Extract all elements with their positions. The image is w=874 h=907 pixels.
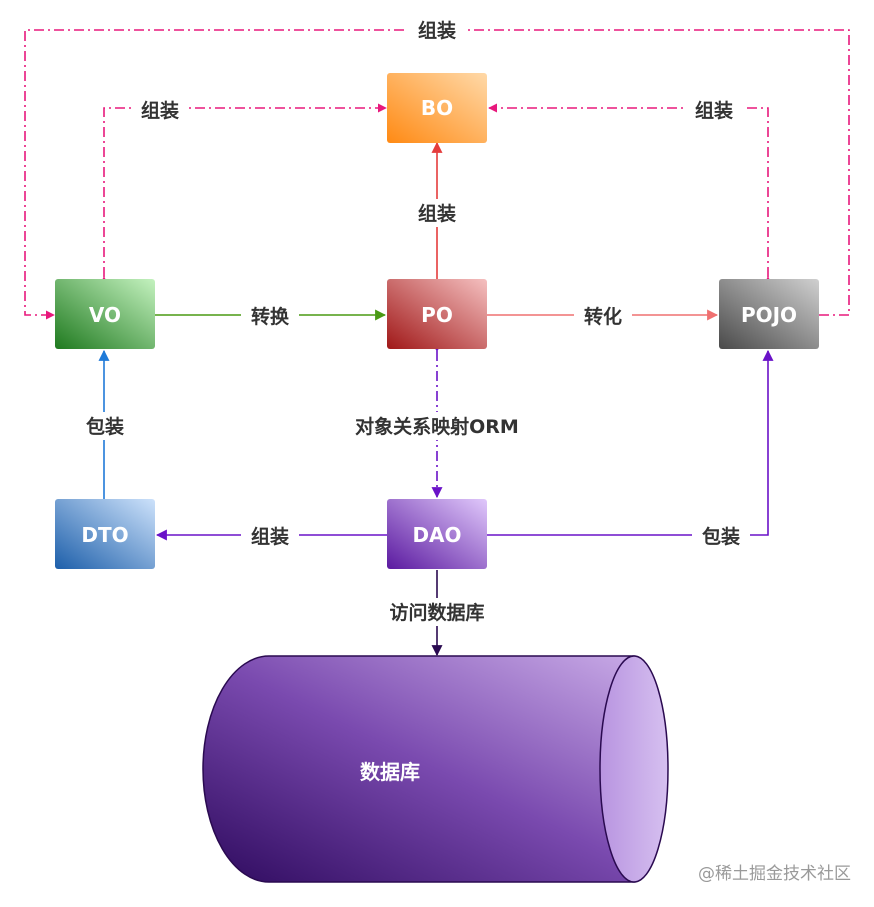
- node-dto[interactable]: DTO: [55, 499, 155, 569]
- svg-text:组装: 组装: [418, 202, 456, 225]
- node-dto-label: DTO: [81, 523, 128, 547]
- svg-text:转换: 转换: [251, 305, 290, 328]
- node-dao-label: DAO: [412, 523, 461, 547]
- edge-pojo-bo-assemble: [488, 103, 773, 286]
- svg-text:访问数据库: 访问数据库: [389, 601, 484, 624]
- node-vo[interactable]: VO: [55, 279, 155, 349]
- node-vo-label: VO: [89, 303, 121, 327]
- node-po-label: PO: [421, 303, 453, 327]
- svg-text:组装: 组装: [141, 99, 179, 122]
- edge-label-outer-assemble: 组装: [408, 16, 466, 44]
- node-po[interactable]: PO: [387, 279, 487, 349]
- edge-label-dto-vo-wrap: 包装: [76, 412, 134, 440]
- watermark-text: @稀土掘金技术社区: [698, 864, 851, 884]
- node-bo-label: BO: [421, 96, 453, 120]
- edge-label-po-pojo-convert: 转化: [574, 302, 632, 330]
- svg-text:组装: 组装: [418, 19, 456, 42]
- svg-text:包装: 包装: [702, 525, 740, 548]
- edge-label-vo-po-convert: 转换: [241, 302, 299, 330]
- svg-text:对象关系映射ORM: 对象关系映射ORM: [355, 415, 519, 438]
- svg-text:转化: 转化: [584, 305, 622, 328]
- svg-text:组装: 组装: [251, 525, 289, 548]
- node-bo[interactable]: BO: [387, 73, 487, 143]
- svg-text:包装: 包装: [86, 415, 124, 438]
- node-dao[interactable]: DAO: [387, 499, 487, 569]
- edge-dao-pojo-wrap: [487, 349, 774, 536]
- database-cylinder[interactable]: 数据库: [202, 655, 669, 883]
- edge-label-vo-bo-assemble: 组装: [131, 95, 189, 123]
- svg-text:组装: 组装: [695, 99, 733, 122]
- edge-label-po-dao-orm: 对象关系映射ORM: [338, 412, 536, 440]
- edge-vo-bo-assemble: [99, 103, 387, 286]
- edge-label-pojo-bo-assemble: 组装: [685, 95, 743, 123]
- database-label: 数据库: [360, 760, 420, 784]
- edge-label-dao-dto-assemble: 组装: [241, 522, 299, 550]
- edge-label-dao-pojo-wrap: 包装: [692, 522, 750, 550]
- node-pojo-label: POJO: [741, 303, 797, 327]
- node-pojo[interactable]: POJO: [719, 279, 819, 349]
- edge-label-dao-db-access: 访问数据库: [375, 598, 499, 626]
- edge-label-po-bo-assemble: 组装: [408, 199, 466, 227]
